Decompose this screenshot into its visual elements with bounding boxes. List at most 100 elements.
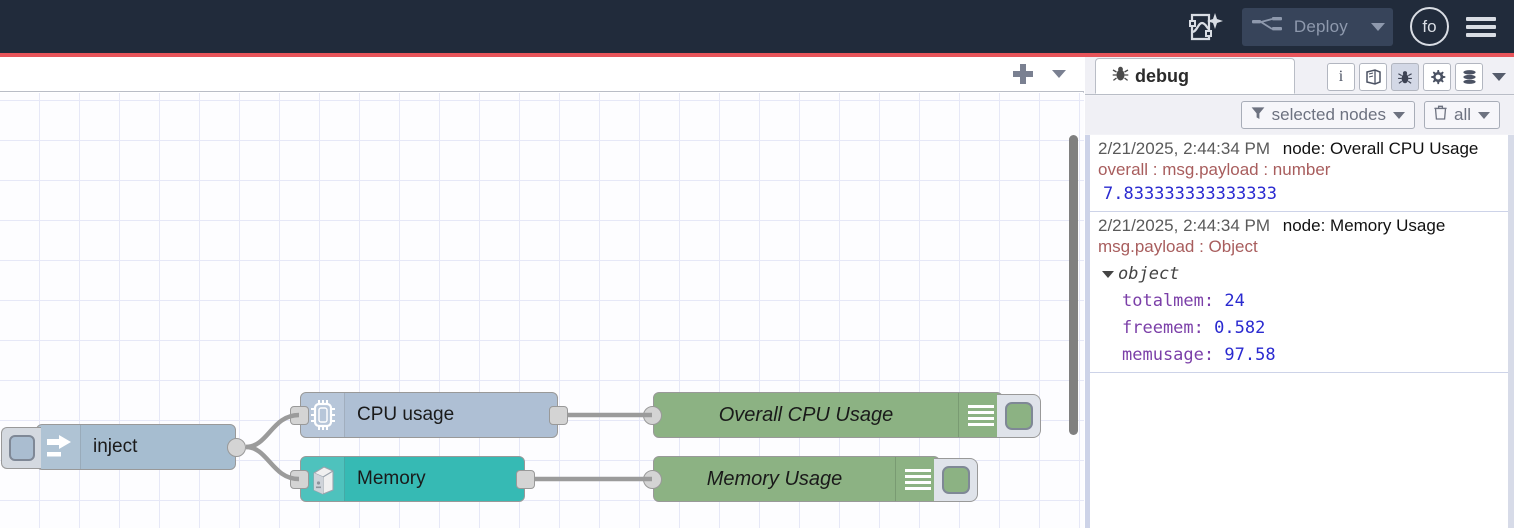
debug-panel-scrollbar[interactable] <box>1508 135 1514 528</box>
debug-property-key: freemem: <box>1122 318 1204 338</box>
debug-property-key: memusage: <box>1122 345 1215 365</box>
debug-line <box>967 404 994 408</box>
debug-timestamp: 2/21/2025, 2:44:34 PM <box>1098 139 1271 158</box>
debug-line <box>967 410 994 414</box>
node-output-port[interactable] <box>549 406 568 425</box>
header-actions: Deploy fo <box>1187 7 1496 46</box>
trash-icon <box>1434 105 1447 125</box>
canvas-vertical-scrollbar[interactable] <box>1069 135 1078 435</box>
deploy-button[interactable]: Deploy <box>1241 7 1393 46</box>
filter-funnel-icon <box>1251 105 1265 125</box>
debug-message-list[interactable]: 2/21/2025, 2:44:34 PM node: Overall CPU … <box>1085 135 1514 528</box>
node-input-port[interactable] <box>290 406 309 425</box>
node-input-port[interactable] <box>643 470 662 489</box>
debug-message[interactable]: 2/21/2025, 2:44:34 PM node: Overall CPU … <box>1090 135 1514 212</box>
config-gear-icon[interactable] <box>1423 63 1451 91</box>
hamburger-line <box>1466 16 1496 21</box>
debug-property-value: 0.582 <box>1214 318 1266 338</box>
debug-node-filter-button[interactable]: selected nodes <box>1240 101 1415 129</box>
debug-payload-value: 7.833333333333333 <box>1103 184 1277 204</box>
chevron-down-icon <box>1478 111 1490 119</box>
debug-object-property: freemem: 0.582 <box>1098 318 1514 338</box>
sidebar-tool-buttons: i <box>1327 63 1506 91</box>
context-data-icon[interactable] <box>1455 63 1483 91</box>
flow-node-cpu-usage[interactable]: CPU usage <box>290 392 568 438</box>
debug-source-node: node: Overall CPU Usage <box>1282 139 1479 158</box>
node-label: Memory Usage <box>706 467 843 490</box>
debug-object-root-label: object <box>1118 264 1180 284</box>
avatar-initials: fo <box>1422 16 1437 36</box>
debug-topic: overall : msg.payload : number <box>1098 160 1331 179</box>
debug-property-key: totalmem: <box>1122 291 1215 311</box>
chevron-down-icon <box>1371 22 1385 31</box>
sidebar-tab-row: debug i <box>1085 57 1514 95</box>
hamburger-menu-icon[interactable] <box>1466 13 1496 41</box>
debug-line <box>967 422 994 426</box>
flow-canvas[interactable]: inject CPU usage <box>0 93 1084 528</box>
debug-lines-icon <box>895 457 939 501</box>
node-input-port[interactable] <box>643 406 662 425</box>
info-tab-icon[interactable]: i <box>1327 63 1355 91</box>
debug-enable-toggle[interactable] <box>934 458 978 502</box>
debug-line <box>904 480 931 484</box>
inject-button-inner <box>8 435 35 461</box>
debug-object-property: totalmem: 24 <box>1098 291 1514 311</box>
unsaved-changes-strip <box>0 53 1514 57</box>
flow-sparkle-icon[interactable] <box>1187 8 1225 46</box>
debug-source-node: node: Memory Usage <box>1282 216 1446 235</box>
bug-icon <box>1112 65 1129 87</box>
flow-node-memory[interactable]: Memory <box>290 456 535 502</box>
debug-object-root[interactable]: object <box>1098 264 1514 284</box>
flow-node-memory-usage[interactable]: Memory Usage <box>643 456 978 502</box>
debug-filter-row: selected nodes all <box>1085 96 1514 134</box>
node-input-port[interactable] <box>290 470 309 489</box>
debug-lines-icon <box>958 393 1002 437</box>
debug-timestamp: 2/21/2025, 2:44:34 PM <box>1098 216 1271 235</box>
debug-clear-label: all <box>1453 105 1471 124</box>
debug-clear-button[interactable]: all <box>1423 101 1500 129</box>
sidebar-tools-overflow-button[interactable] <box>1492 73 1506 81</box>
debug-message-header: 2/21/2025, 2:44:34 PM node: Overall CPU … <box>1098 139 1514 159</box>
debug-enable-toggle[interactable] <box>997 394 1041 438</box>
app-header: Deploy fo <box>0 0 1514 53</box>
tab-debug[interactable]: debug <box>1095 58 1295 94</box>
deploy-dropdown-toggle[interactable] <box>1363 8 1393 46</box>
help-book-icon[interactable] <box>1359 63 1387 91</box>
user-avatar[interactable]: fo <box>1410 7 1449 46</box>
debug-object-property: memusage: 97.58 <box>1098 345 1514 365</box>
node-label: CPU usage <box>357 404 455 425</box>
chevron-down-icon <box>1392 111 1405 119</box>
debug-line <box>904 486 931 490</box>
flow-workspace: inject CPU usage <box>0 57 1084 528</box>
flow-node-inject[interactable]: inject <box>1 424 246 470</box>
node-output-port[interactable] <box>516 470 535 489</box>
triangle-down-icon <box>1102 270 1114 278</box>
debug-line <box>904 474 931 478</box>
inject-trigger-button[interactable] <box>1 427 41 469</box>
debug-message-header: 2/21/2025, 2:44:34 PM node: Memory Usage <box>1098 216 1514 236</box>
debug-toggle-inner <box>1004 402 1033 430</box>
flow-node-overall-cpu-usage[interactable]: Overall CPU Usage <box>643 392 1041 438</box>
debug-toggle-inner <box>941 466 970 494</box>
hamburger-line <box>1466 32 1496 37</box>
debug-node-filter-label: selected nodes <box>1271 105 1386 124</box>
debug-property-value: 97.58 <box>1224 345 1276 365</box>
debug-line <box>904 468 931 472</box>
deploy-separator <box>1362 7 1363 46</box>
add-flow-tab-button[interactable] <box>1012 63 1034 85</box>
deploy-label: Deploy <box>1293 16 1348 36</box>
debug-bug-icon[interactable] <box>1391 63 1419 91</box>
debug-line <box>967 416 994 420</box>
node-label: inject <box>93 436 138 457</box>
node-output-port[interactable] <box>227 438 246 457</box>
debug-message[interactable]: 2/21/2025, 2:44:34 PM node: Memory Usage… <box>1090 212 1514 373</box>
deploy-nodes-icon <box>1251 16 1282 37</box>
server-tower-icon <box>301 457 345 501</box>
right-sidebar: debug i <box>1085 57 1514 528</box>
debug-property-value: 24 <box>1224 291 1245 311</box>
flow-tab-menu-button[interactable] <box>1052 70 1066 78</box>
node-label: Overall CPU Usage <box>718 403 894 426</box>
tab-debug-label: debug <box>1135 65 1189 86</box>
inject-arrow-icon <box>37 425 81 469</box>
debug-topic: msg.payload : Object <box>1098 237 1258 256</box>
